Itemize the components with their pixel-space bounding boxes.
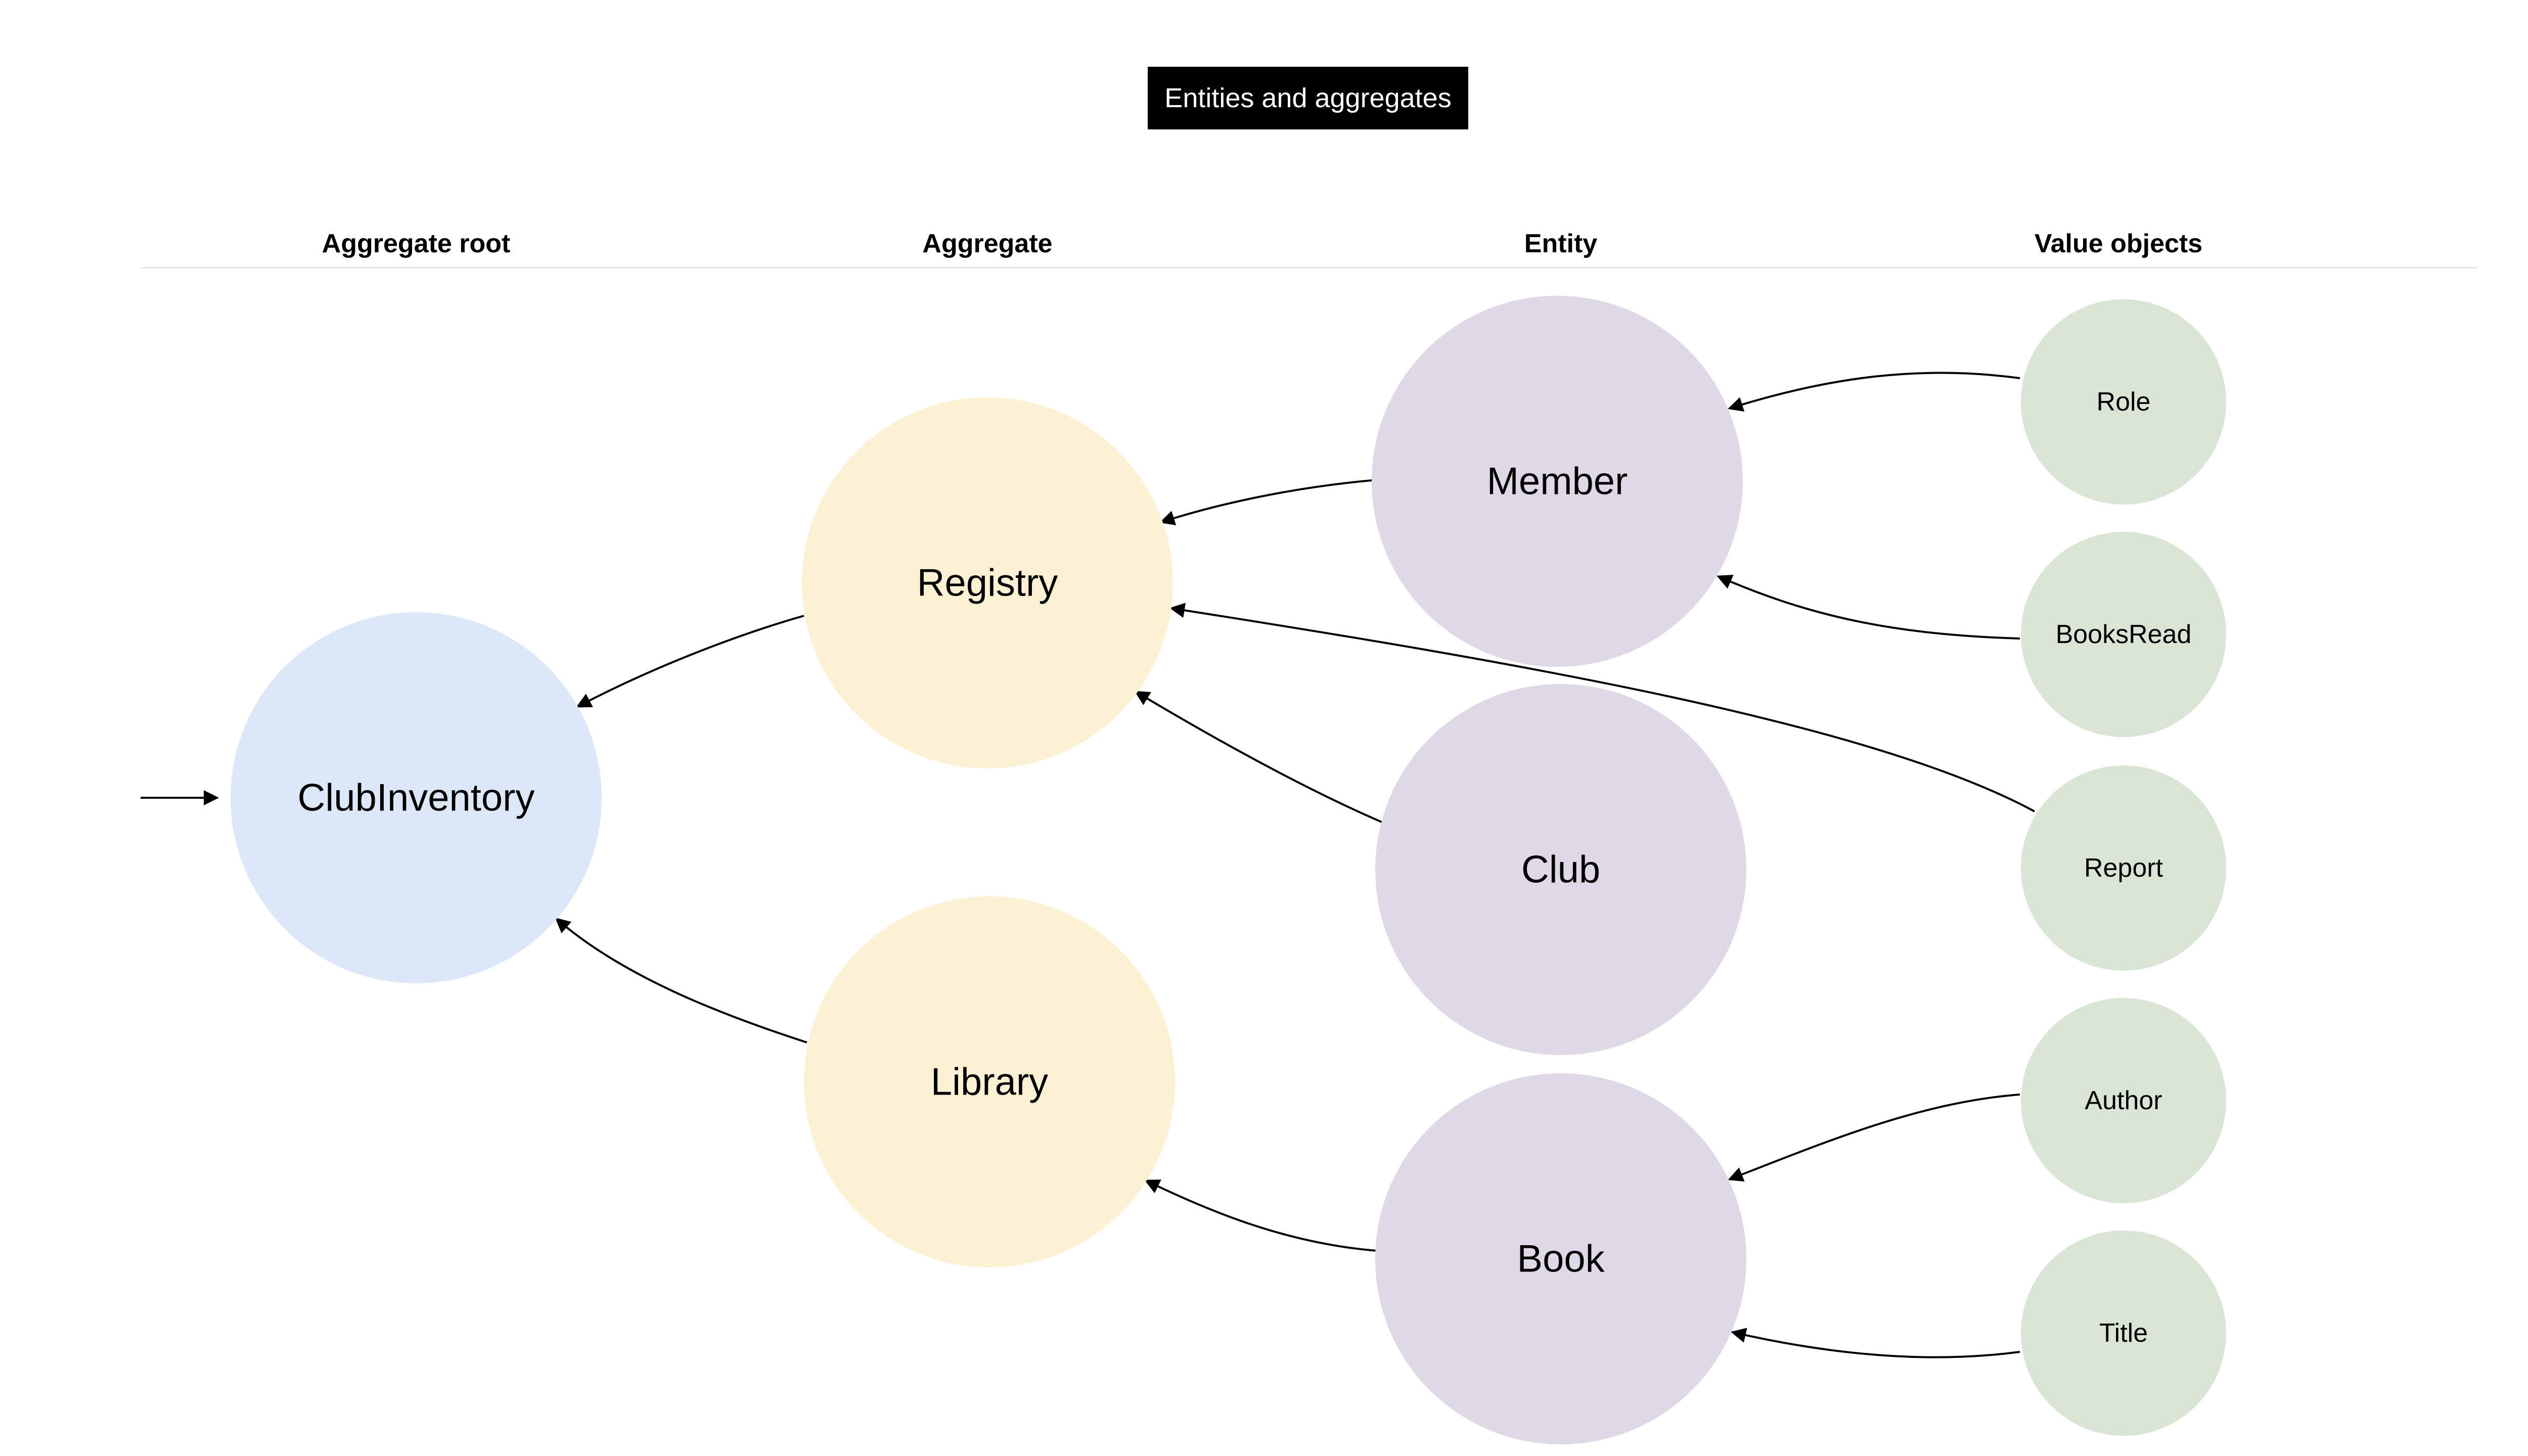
node-label-member: Member [1487,460,1628,503]
edge-booksread-to-member [1717,574,2020,640]
node-label-library: Library [931,1061,1048,1104]
edge-registry-to-clubinventory [576,615,804,708]
node-label-registry: Registry [917,562,1058,605]
node-label-booksread: BooksRead [2056,620,2192,649]
column-header-aggregate-root: Aggregate root [322,229,511,258]
node-member: Member [1372,296,1743,667]
column-header-aggregate: Aggregate [922,229,1053,258]
node-label-author: Author [2085,1086,2162,1115]
node-role: Role [2021,299,2226,505]
node-book: Book [1375,1073,1746,1444]
node-label-club: Club [1521,848,1600,891]
node-circle-registry [802,397,1173,768]
edge-author-to-book [1728,1094,2020,1182]
node-library: Library [804,896,1175,1267]
edge-role-to-member [1728,372,2020,412]
node-label-clubinventory: ClubInventory [298,777,535,820]
node-circle-title [2021,1231,2226,1436]
node-label-role: Role [2097,387,2151,417]
node-registry: Registry [802,397,1173,768]
node-club: Club [1375,684,1746,1055]
node-circle-clubinventory [231,612,602,983]
node-circle-role [2021,299,2226,505]
node-booksread: BooksRead [2021,532,2226,737]
edge-library-to-clubinventory [555,918,807,1043]
edge-title-to-book [1731,1328,2020,1358]
node-label-report: Report [2084,853,2163,883]
node-circle-book [1375,1073,1746,1444]
node-label-book: Book [1517,1238,1605,1281]
edge-report-to-registry [1169,603,2035,812]
node-circle-library [804,896,1175,1267]
node-circle-member [1372,296,1743,667]
node-author: Author [2021,998,2226,1203]
diagram-title: Entities and aggregates [1148,67,1468,129]
node-circle-report [2021,765,2226,971]
edge-club-to-registry [1134,691,1383,824]
edge-member-to-registry [1159,479,1373,526]
header-divider [141,267,2477,268]
node-circle-club [1375,684,1746,1055]
node-circle-author [2021,998,2226,1203]
node-circle-booksread [2021,532,2226,737]
column-header-value-objects: Value objects [2034,229,2203,258]
edges [141,372,2035,1358]
node-label-title: Title [2099,1318,2148,1348]
edge-book-to-library [1144,1179,1377,1252]
node-report: Report [2021,765,2226,971]
node-clubinventory: ClubInventory [231,612,602,983]
column-header-entity: Entity [1524,229,1598,258]
node-title: Title [2021,1231,2226,1436]
